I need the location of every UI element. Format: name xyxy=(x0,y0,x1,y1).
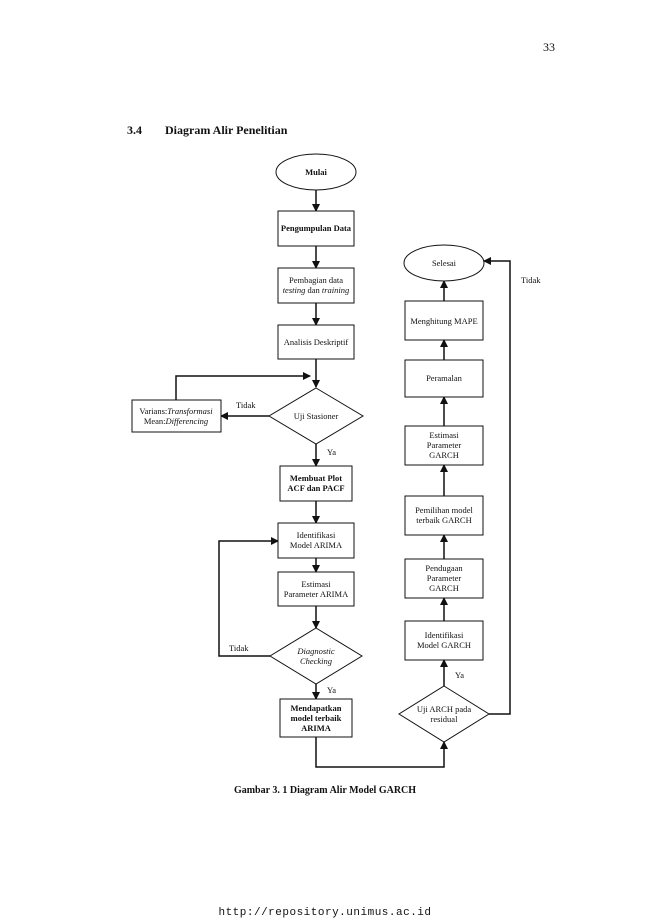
node-label-segment: Checking xyxy=(300,656,332,666)
estimasi-garch-box xyxy=(404,425,484,466)
node-label-segment: GARCH xyxy=(429,450,459,460)
node-label-segment: training xyxy=(322,285,349,295)
pendugaan-garch-box xyxy=(404,558,484,599)
plot-acf-pacf-box xyxy=(279,465,353,502)
node-label-segment: Varians: xyxy=(139,406,167,416)
edge-label-ya-diagnostic: Ya xyxy=(327,685,336,695)
menghitung-mape-box xyxy=(404,300,484,341)
diagnostic-checking-decision xyxy=(269,627,363,685)
node-label-segment: Analisis Deskriptif xyxy=(284,337,349,347)
node-label-segment: ARIMA xyxy=(301,723,332,733)
footer-url: http://repository.unimus.ac.id xyxy=(218,907,432,919)
node-label-segment: Model ARIMA xyxy=(290,540,343,550)
arrow-uji-arch-tidak-loop xyxy=(483,257,511,715)
section-heading: 3.4 Diagram Alir Penelitian xyxy=(127,123,287,138)
label-selesai: Selesai xyxy=(432,258,457,268)
label-peramalan: Peramalan xyxy=(426,373,463,383)
edge-label-tidak-arch: Tidak xyxy=(521,275,541,285)
connectors xyxy=(175,190,511,768)
node-label-segment: Identifikasi xyxy=(425,630,464,640)
analisis-deskriptif-box xyxy=(277,324,355,360)
node-label-segment: Transformasi xyxy=(167,406,213,416)
node-label-segment: model terbaik xyxy=(291,713,342,723)
node-label-segment: residual xyxy=(431,714,459,724)
node-label-segment: Parameter xyxy=(427,440,462,450)
label-analisis-deskriptif: Analisis Deskriptif xyxy=(284,337,349,347)
node-label-segment: dan xyxy=(305,285,322,295)
node-label-segment: Pendugaan xyxy=(425,563,463,573)
arrow-arima-terbaik-uji-arch xyxy=(315,737,448,768)
model-terbaik-arima-box xyxy=(279,698,353,738)
peramalan-box xyxy=(404,359,484,398)
node-label-segment: Model GARCH xyxy=(417,640,471,650)
node-label-segment: Parameter ARIMA xyxy=(284,589,349,599)
node-label-segment: Mean: xyxy=(144,416,166,426)
section-number: 3.4 xyxy=(127,123,142,137)
node-label-segment: Diagnostic xyxy=(296,646,335,656)
page-number: 33 xyxy=(543,40,555,54)
node-label-segment: Identifikasi xyxy=(297,530,336,540)
node-label-segment: Uji Stasioner xyxy=(294,411,339,421)
section-title: Diagram Alir Penelitian xyxy=(165,123,288,137)
node-label-segment: Peramalan xyxy=(426,373,463,383)
node-label-segment: Membuat Plot xyxy=(290,473,342,483)
node-label-segment: Mendapatkan xyxy=(290,703,341,713)
pengumpulan-data-box xyxy=(277,210,355,247)
transformasi-box xyxy=(131,399,222,433)
pembagian-data-box xyxy=(277,267,355,304)
arrow-transformasi-loop xyxy=(175,372,311,400)
uji-stasioner-decision xyxy=(268,387,364,445)
edge-label-tidak-diagnostic: Tidak xyxy=(229,643,249,653)
identifikasi-arima-box xyxy=(277,522,355,559)
node-label-segment: terbaik GARCH xyxy=(416,515,471,525)
node-label-segment: Estimasi xyxy=(429,430,459,440)
node-label-segment: Uji ARCH pada xyxy=(417,704,472,714)
node-label-segment: Pengumpulan Data xyxy=(281,223,352,233)
label-pengumpulan-data: Pengumpulan Data xyxy=(281,223,352,233)
label-menghitung-mape: Menghitung MAPE xyxy=(410,316,477,326)
uji-arch-decision xyxy=(398,685,490,743)
node-label-segment: Pemilihan model xyxy=(415,505,473,515)
node-label-segment: Estimasi xyxy=(301,579,331,589)
pemilihan-garch-box xyxy=(404,495,484,536)
estimasi-arima-box xyxy=(277,571,355,607)
node-label-segment: Mulai xyxy=(305,167,327,177)
node-label-segment: GARCH xyxy=(429,583,459,593)
end-terminator xyxy=(403,244,485,282)
node-label-segment: Menghitung MAPE xyxy=(410,316,477,326)
arrow-diagnostic-loop xyxy=(218,537,279,657)
figure-caption: Gambar 3. 1 Diagram Alir Model GARCH xyxy=(233,785,417,796)
start-terminator xyxy=(275,153,357,191)
node-label-segment: testing xyxy=(283,285,306,295)
label-uji-stasioner: Uji Stasioner xyxy=(294,411,339,421)
edge-label-ya-arch: Ya xyxy=(455,670,464,680)
node-label-segment: ACF dan PACF xyxy=(287,483,344,493)
edge-labels: Tidak Ya Tidak Ya Ya Tidak xyxy=(229,275,541,695)
node-label-segment: Selesai xyxy=(432,258,457,268)
edge-label-ya-stasioner: Ya xyxy=(327,447,336,457)
label-mulai: Mulai xyxy=(305,167,327,177)
identifikasi-garch-box xyxy=(404,620,484,661)
edge-label-tidak-stasioner: Tidak xyxy=(236,400,256,410)
shapes xyxy=(131,153,490,743)
node-label-segment: Pembagian data xyxy=(289,275,343,285)
node-label-segment: Parameter xyxy=(427,573,462,583)
node-label-segment: Differencing xyxy=(165,416,209,426)
